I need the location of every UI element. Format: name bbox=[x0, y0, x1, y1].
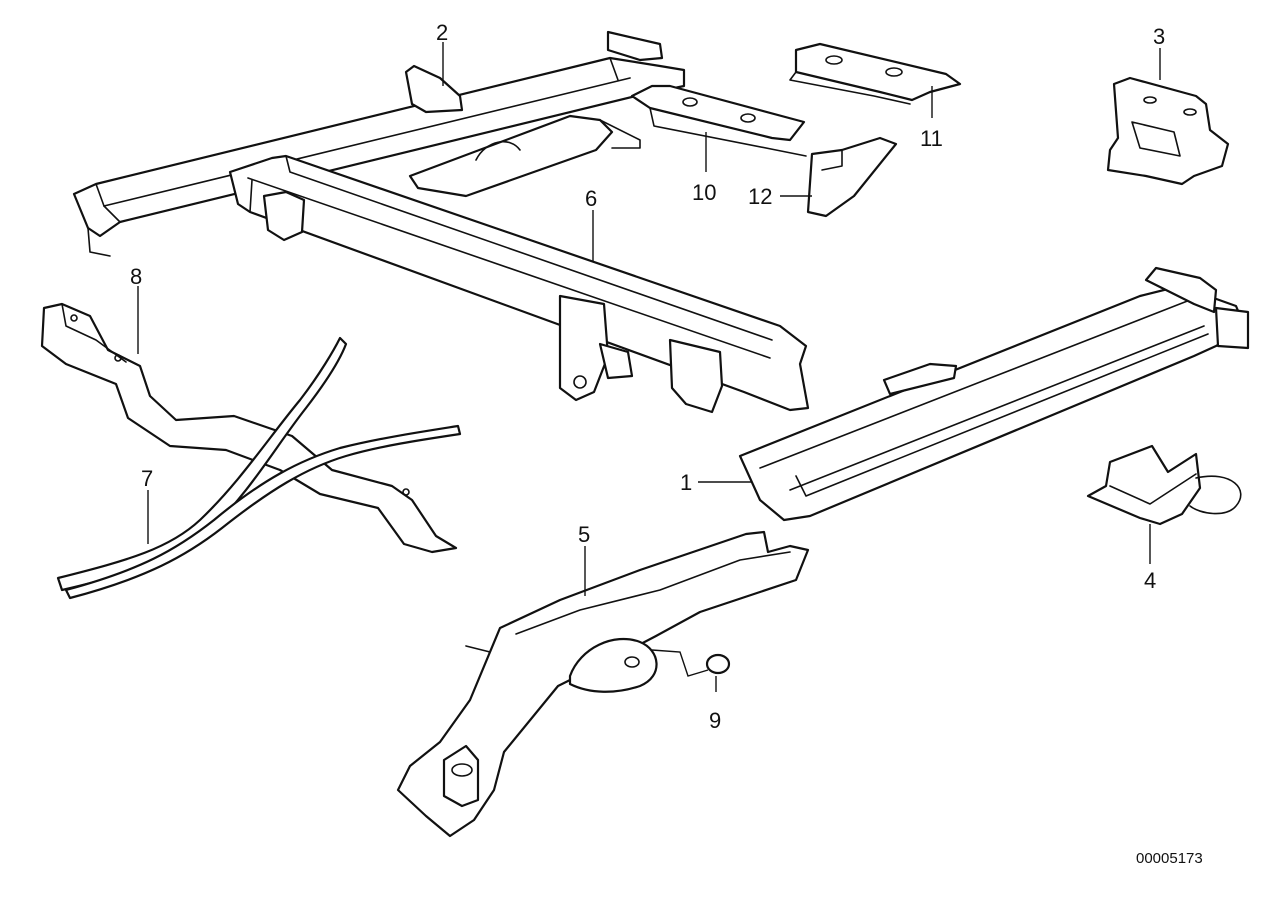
part-9-plug bbox=[705, 653, 731, 675]
part-5-rail bbox=[396, 530, 810, 838]
part-12-bracket bbox=[806, 136, 898, 218]
part-4-bracket bbox=[1086, 444, 1242, 526]
callout-11: 11 bbox=[920, 126, 943, 151]
callout-2: 2 bbox=[436, 20, 448, 45]
part-2-6-frame-assembly bbox=[72, 30, 810, 414]
leader-lines bbox=[137, 42, 1161, 692]
part-3-bracket bbox=[1106, 76, 1230, 186]
callout-3: 3 bbox=[1153, 24, 1165, 49]
callout-8: 8 bbox=[130, 264, 142, 289]
callout-1: 1 bbox=[680, 470, 692, 495]
reference-number: 00005173 bbox=[1136, 850, 1203, 867]
part-11-bracket bbox=[789, 42, 962, 105]
callout-7: 7 bbox=[141, 466, 153, 491]
callout-9: 9 bbox=[709, 708, 721, 733]
part-7-strips bbox=[56, 336, 462, 600]
callouts: 2 3 11 10 12 6 8 7 1 4 5 9 bbox=[130, 20, 1165, 733]
callout-5: 5 bbox=[578, 522, 590, 547]
callout-10: 10 bbox=[692, 180, 716, 205]
part-10-bracket bbox=[630, 84, 807, 157]
part-8-bracket bbox=[40, 302, 458, 554]
callout-6: 6 bbox=[585, 186, 597, 211]
callout-4: 4 bbox=[1144, 568, 1156, 593]
callout-12: 12 bbox=[748, 184, 772, 209]
part-1-rail bbox=[738, 266, 1250, 522]
